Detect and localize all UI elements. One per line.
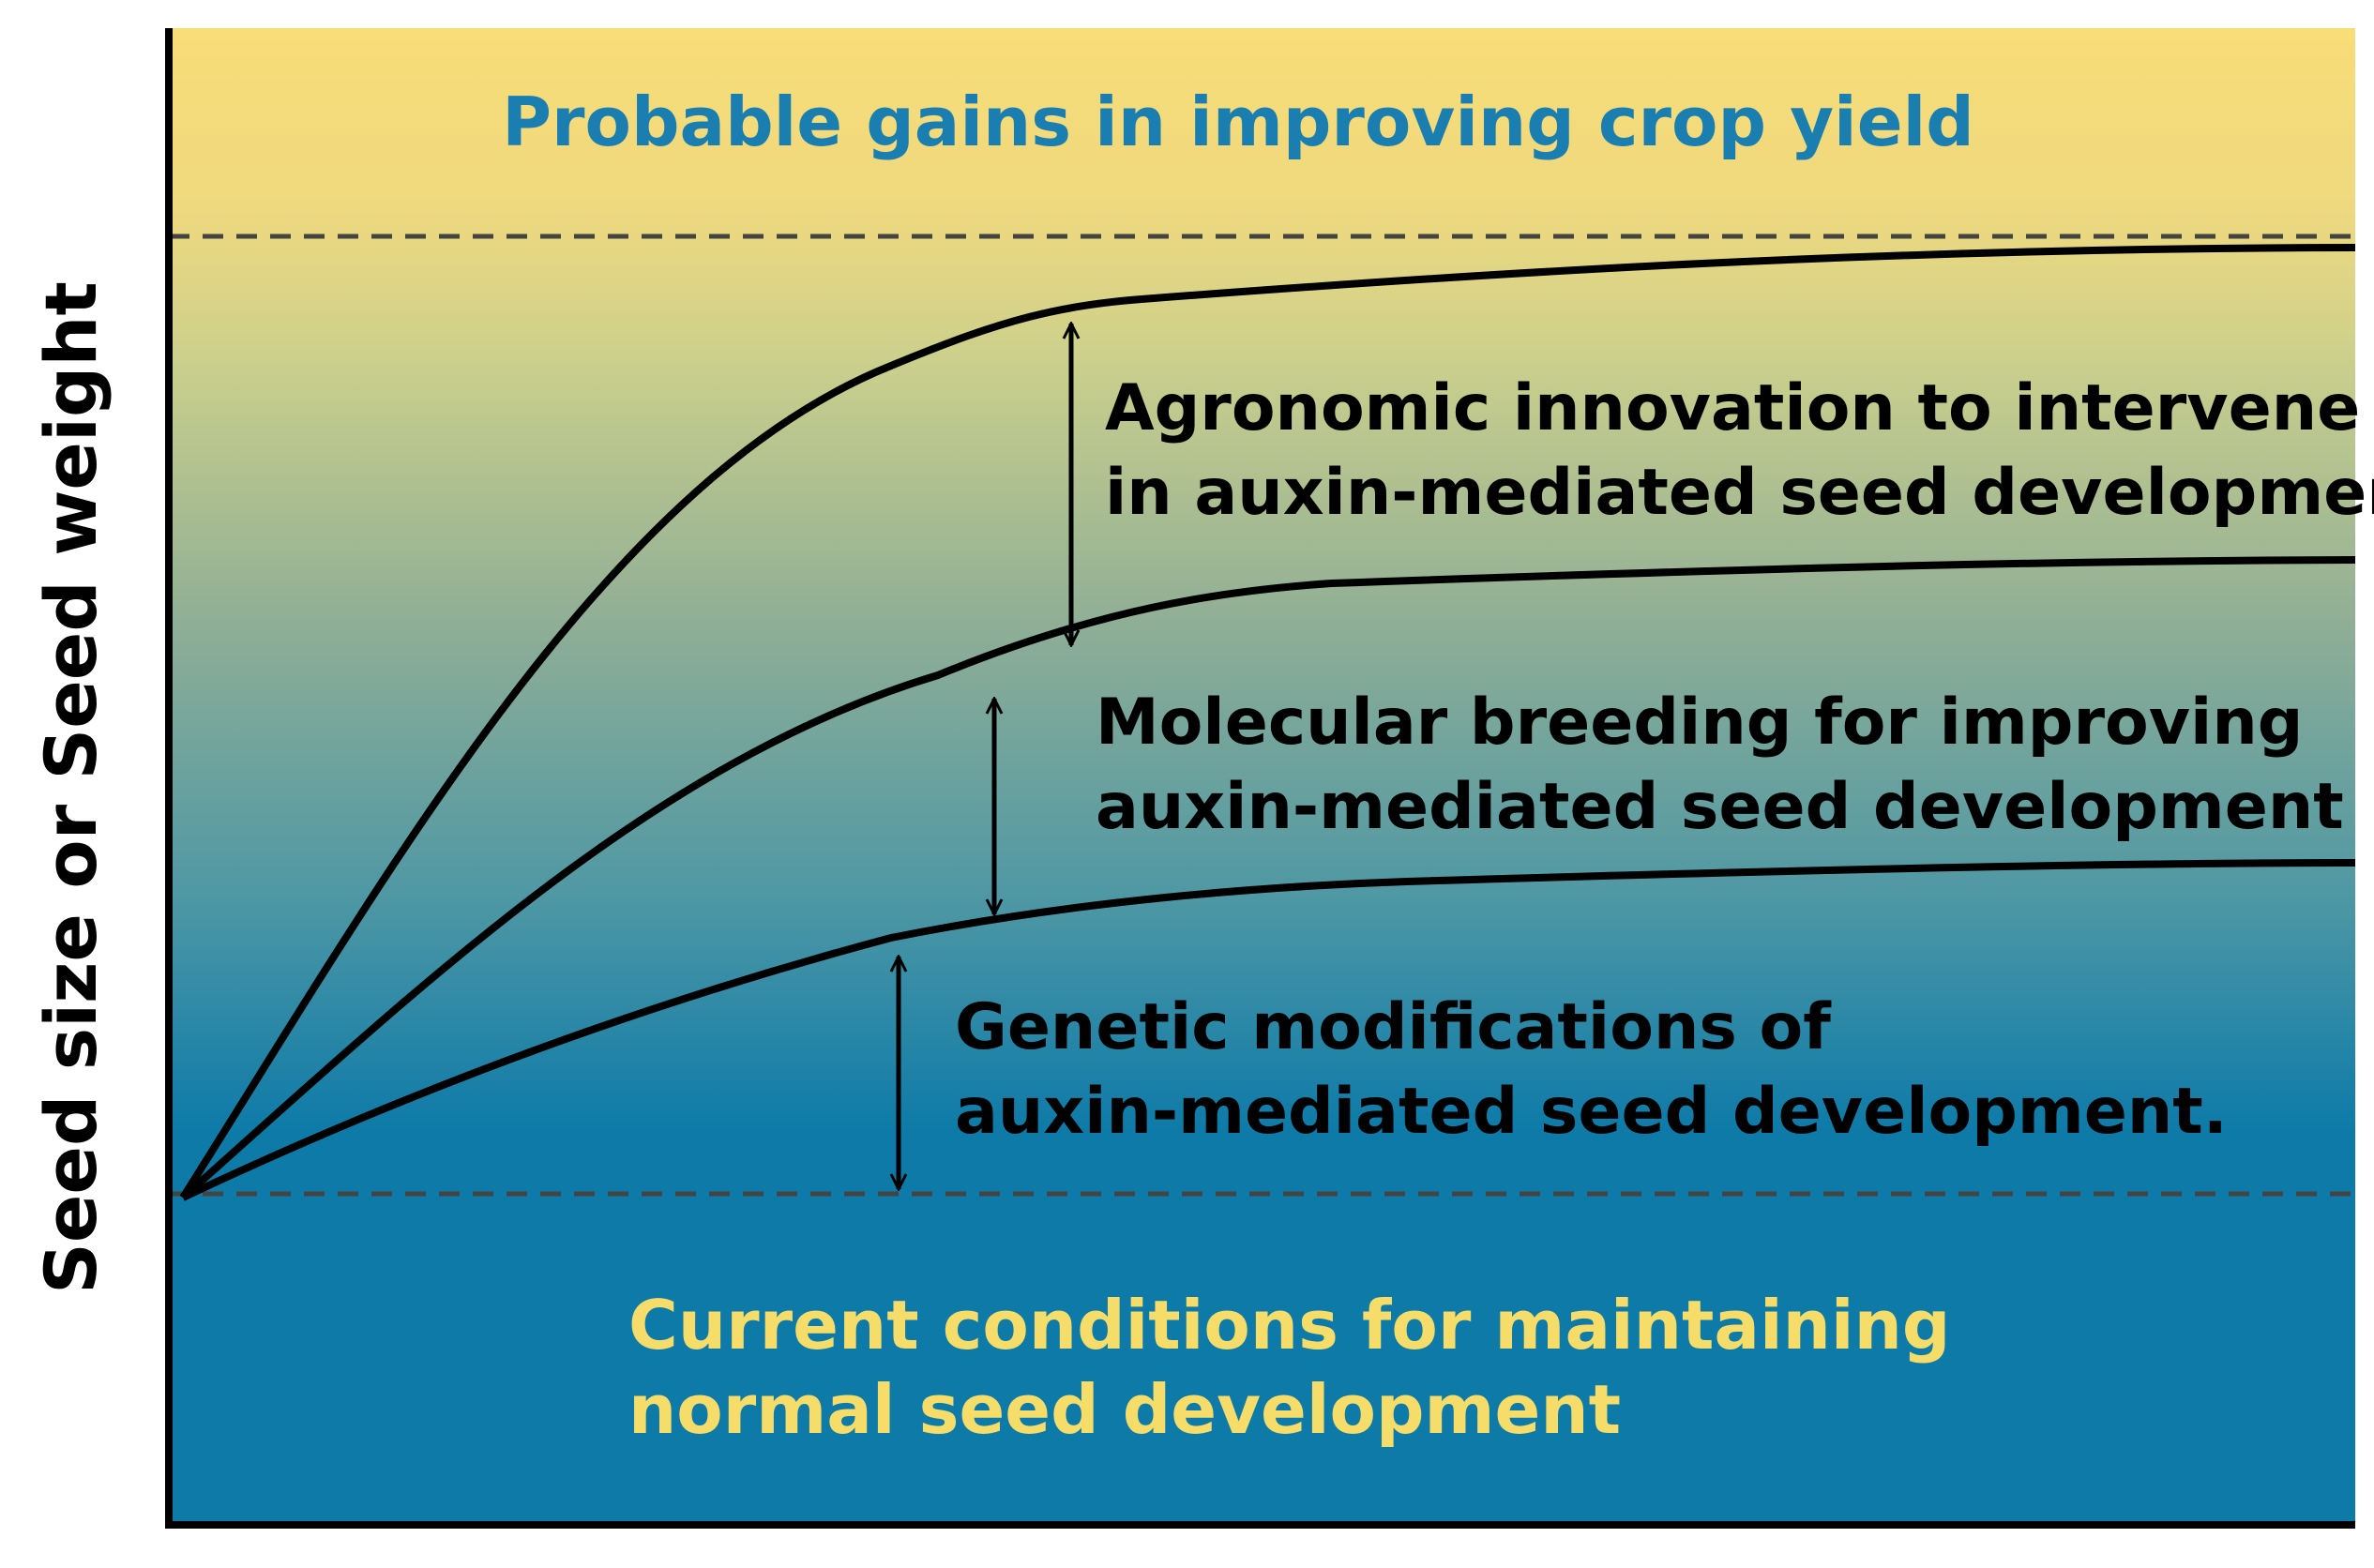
agronomic-label-line2: in auxin-mediated seed development: [1105, 456, 2374, 530]
y-axis-label: Seed size or Seed weight: [29, 281, 113, 1294]
bottom-region-label-line1: Current conditions for maintaining: [628, 1286, 1950, 1364]
genetic-label-line1: Genetic modifications of: [955, 990, 1832, 1064]
top-region-label: Probable gains in improving crop yield: [502, 83, 1974, 161]
curve-molecular: [180, 556, 2356, 1200]
molecular-label-line2: auxin-mediated seed development: [1096, 770, 2344, 844]
agronomic-label-line1: Agronomic innovation to intervene: [1105, 371, 2360, 445]
plot-background: [169, 28, 2355, 1521]
genetic-label-line2: auxin-mediated seed development.: [955, 1075, 2228, 1149]
molecular-label-line1: Molecular breeding for improving: [1096, 686, 2303, 760]
bottom-region-label-line2: normal seed development: [628, 1370, 1621, 1449]
curve-agronomic: [179, 244, 2356, 1200]
curve-genetic: [181, 859, 2356, 1201]
